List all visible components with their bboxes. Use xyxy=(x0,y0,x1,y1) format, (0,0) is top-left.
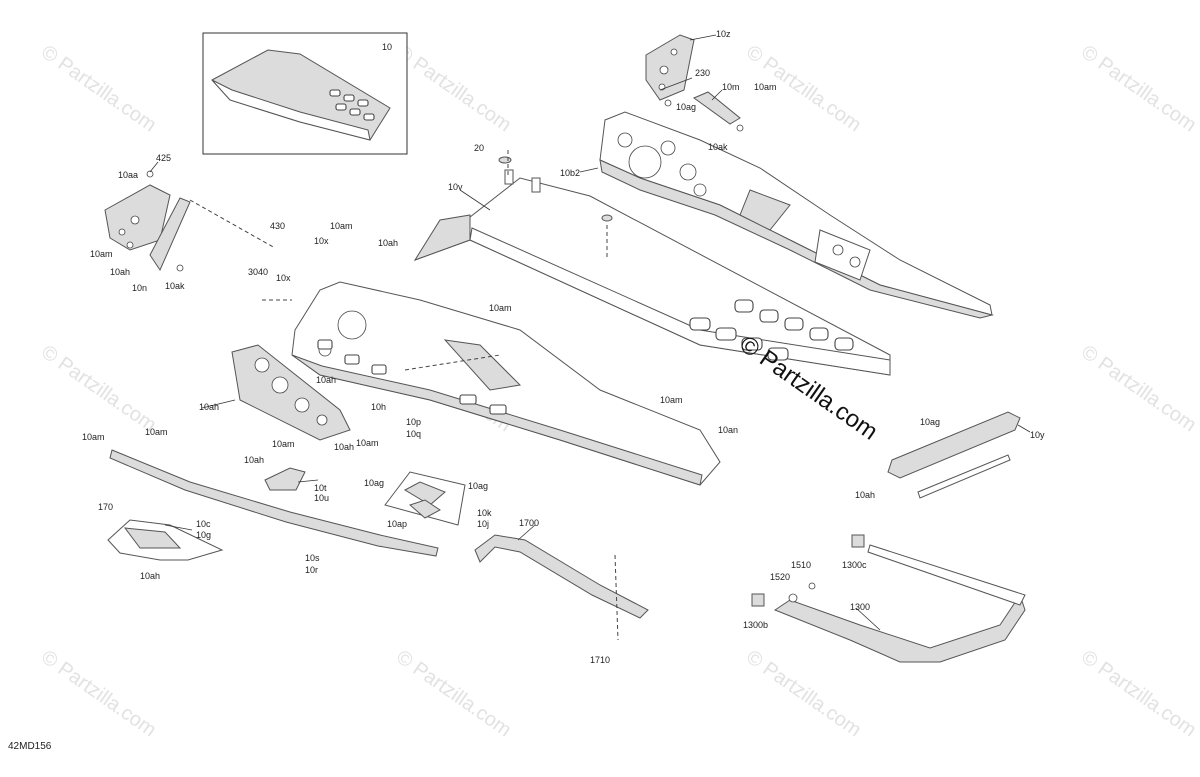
callout-1300b: 1300b xyxy=(743,620,768,630)
callout-10q: 10q xyxy=(406,429,421,439)
watermark: © Partzilla.com xyxy=(37,41,160,136)
callout-10aa: 10aa xyxy=(118,170,138,180)
watermark: © Partzilla.com xyxy=(1077,646,1200,741)
callout-10p: 10p xyxy=(406,417,421,427)
callout-10ah: 10ah xyxy=(855,490,875,500)
watermark: © Partzilla.com xyxy=(37,646,160,741)
callout-10am: 10am xyxy=(272,439,295,449)
watermark: © Partzilla.com xyxy=(392,646,515,741)
callout-10h: 10h xyxy=(371,402,386,412)
callout-10am: 10am xyxy=(660,395,683,405)
callout-10v: 10v xyxy=(448,182,463,192)
assembly-lines xyxy=(189,150,619,641)
callout-10am: 10am xyxy=(82,432,105,442)
callout-10x: 10x xyxy=(314,236,329,246)
callout-3040: 3040 xyxy=(248,267,268,277)
callout-425: 425 xyxy=(156,153,171,163)
callout-1700: 1700 xyxy=(519,518,539,528)
callout-10am: 10am xyxy=(356,438,379,448)
diagram-reference-code: 42MD156 xyxy=(8,741,52,752)
watermark: © Partzilla.com xyxy=(1077,341,1200,436)
callout-10t: 10t xyxy=(314,483,327,493)
callout-10ah: 10ah xyxy=(378,238,398,248)
callout-10u: 10u xyxy=(314,493,329,503)
callout-10n: 10n xyxy=(132,283,147,293)
callout-10am: 10am xyxy=(489,303,512,313)
side-gusset-plate xyxy=(231,344,351,441)
right-side-panel xyxy=(599,111,994,319)
inset-cutouts xyxy=(329,89,375,121)
callout-10c: 10c xyxy=(196,519,211,529)
watermark: © Partzilla.com xyxy=(742,646,865,741)
callout-1300: 1300 xyxy=(850,602,870,612)
callout-10j: 10j xyxy=(477,519,489,529)
left-rear-bracket xyxy=(104,170,191,272)
watermark: © Partzilla.com xyxy=(392,41,515,136)
callout-430: 430 xyxy=(270,221,285,231)
callout-1520: 1520 xyxy=(770,572,790,582)
callout-10am: 10am xyxy=(754,82,777,92)
callout-10z: 10z xyxy=(716,29,731,39)
leader-lines xyxy=(149,34,1031,631)
front-rail-10s xyxy=(109,449,439,557)
callout-1510: 1510 xyxy=(791,560,811,570)
watermark: © Partzilla.com xyxy=(1077,41,1200,136)
callout-10ak: 10ak xyxy=(165,281,185,291)
inset-label: 10 xyxy=(382,42,392,52)
callout-10am: 10am xyxy=(330,221,353,231)
callout-10ah: 10ah xyxy=(140,571,160,581)
callout-10ah: 10ah xyxy=(244,455,264,465)
tunnel-cutouts xyxy=(689,299,854,361)
callout-1710: 1710 xyxy=(590,655,610,665)
tunnel-plate-10v xyxy=(413,156,891,376)
callout-10am: 10am xyxy=(145,427,168,437)
callout-170: 170 xyxy=(98,502,113,512)
callout-10k: 10k xyxy=(477,508,492,518)
callout-10ak: 10ak xyxy=(708,142,728,152)
callout-230: 230 xyxy=(695,68,710,78)
callout-10ap: 10ap xyxy=(387,519,407,529)
upper-bracket-assembly xyxy=(645,34,744,132)
callout-10x: 10x xyxy=(276,273,291,283)
bracket-10t xyxy=(264,467,306,491)
callout-10s: 10s xyxy=(305,553,320,563)
callout-10ah: 10ah xyxy=(334,442,354,452)
callout-labels: 10z 230 10m 10am 10ag 10ak 20 10b2 10v 4… xyxy=(82,29,1045,665)
callout-10y: 10y xyxy=(1030,430,1045,440)
rail-1700 xyxy=(474,534,649,619)
callout-10ah: 10ah xyxy=(199,402,219,412)
skid-plate-170 xyxy=(107,519,224,561)
callout-20: 20 xyxy=(474,143,484,153)
plate-10k xyxy=(384,471,466,526)
watermark: © Partzilla.com xyxy=(37,341,160,436)
callout-10g: 10g xyxy=(196,530,211,540)
inset-assembly-10: 10 xyxy=(202,32,408,155)
callout-1300c: 1300c xyxy=(842,560,867,570)
callout-10ag: 10ag xyxy=(364,478,384,488)
left-side-panel xyxy=(291,281,721,486)
callout-10an: 10an xyxy=(718,425,738,435)
callout-10b2: 10b2 xyxy=(560,168,580,178)
callout-10m: 10m xyxy=(722,82,740,92)
callout-10ag: 10ag xyxy=(920,417,940,427)
callout-10r: 10r xyxy=(305,565,318,575)
callout-10ah: 10ah xyxy=(110,267,130,277)
callout-10am: 10am xyxy=(90,249,113,259)
front-support-10y xyxy=(887,411,1021,499)
callout-10ag: 10ag xyxy=(468,481,488,491)
callout-10ah: 10ah xyxy=(316,375,336,385)
front-bumper-1300 xyxy=(751,534,1026,663)
callout-10ag: 10ag xyxy=(676,102,696,112)
